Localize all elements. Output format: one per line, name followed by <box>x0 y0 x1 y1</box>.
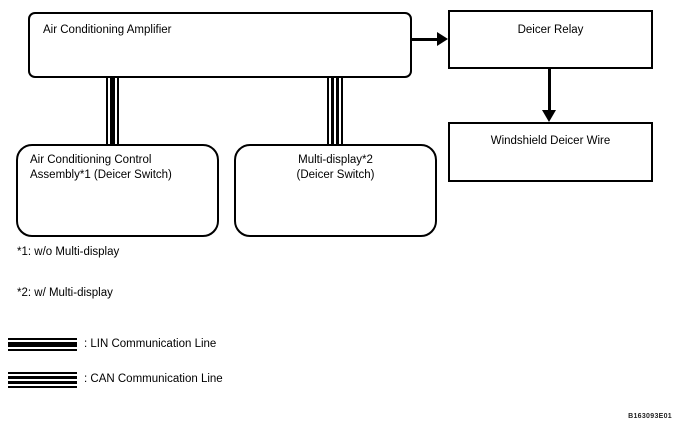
box-air-conditioning-amplifier: Air Conditioning Amplifier <box>28 12 412 78</box>
box-deicer-relay-label: Deicer Relay <box>517 24 584 36</box>
box-deicer-relay: Deicer Relay <box>448 10 653 69</box>
arrow-line-amplifier-to-relay <box>411 38 439 41</box>
figure-code: B163093E01 <box>628 413 672 420</box>
arrow-line-relay-to-windshield-wire <box>548 68 551 112</box>
box-multi-display-label: Multi-display*2 (Deicer Switch) <box>296 154 375 181</box>
arrow-head-down-icon <box>542 110 556 122</box>
can-communication-line-connector <box>327 77 343 145</box>
box-windshield-deicer-wire: Windshield Deicer Wire <box>448 122 653 182</box>
lin-communication-line-connector <box>106 77 119 145</box>
box-windshield-deicer-wire-label: Windshield Deicer Wire <box>490 135 611 147</box>
box-air-conditioning-amplifier-label: Air Conditioning Amplifier <box>43 24 172 36</box>
legend-can-line-sample <box>8 372 77 388</box>
box-ac-control-assembly: Air Conditioning Control Assembly*1 (Dei… <box>16 144 219 237</box>
arrow-head-right-icon <box>437 32 448 46</box>
legend-lin-line-sample <box>8 338 77 351</box>
legend-can-label: : CAN Communication Line <box>84 373 223 385</box>
footnote-1: *1: w/o Multi-display <box>17 246 120 258</box>
footnote-2: *2: w/ Multi-display <box>17 287 113 299</box>
box-multi-display: Multi-display*2 (Deicer Switch) <box>234 144 437 237</box>
box-ac-control-assembly-label: Air Conditioning Control Assembly*1 (Dei… <box>30 154 172 181</box>
legend-lin-label: : LIN Communication Line <box>84 338 217 350</box>
